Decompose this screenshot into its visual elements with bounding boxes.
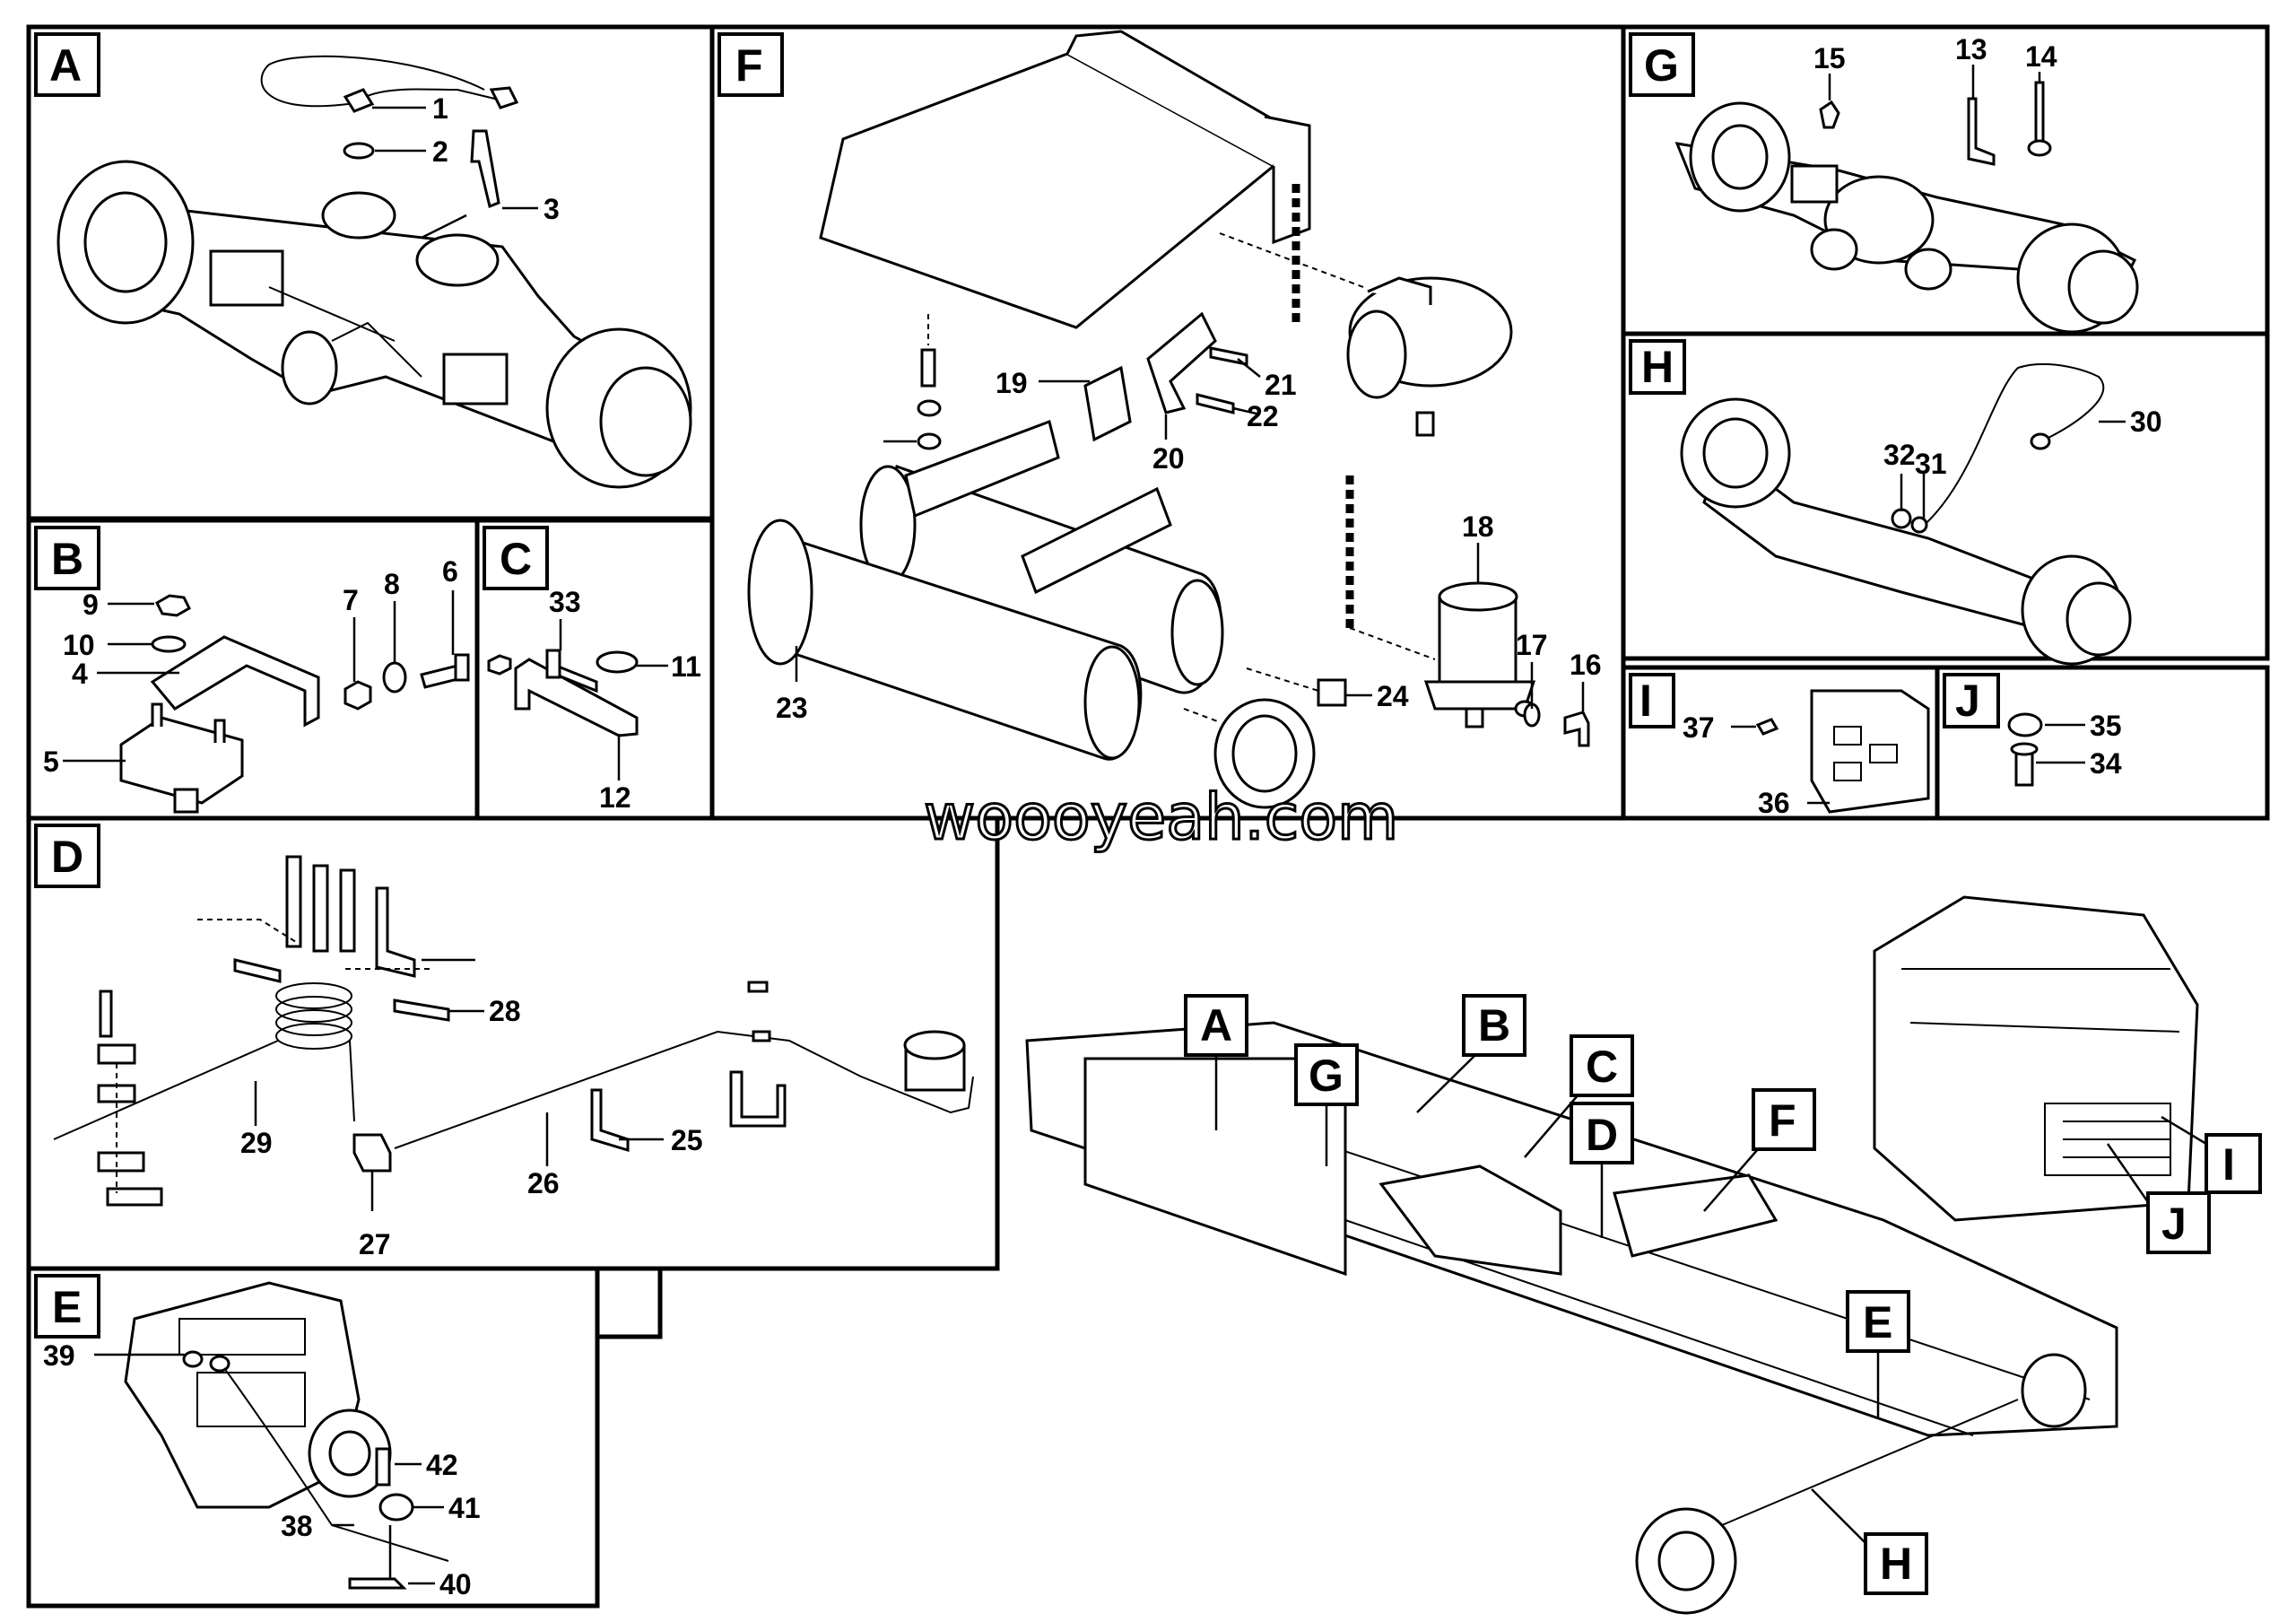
panel-b: B 9 10 4 5 7 8 6 [26, 518, 480, 821]
svg-text:D: D [1586, 1110, 1618, 1160]
callout-g: G [1294, 1043, 1359, 1166]
part-number-label: 29 [240, 1127, 273, 1159]
callout-h: H [1811, 1488, 1928, 1595]
part-number-label: 22 [1247, 400, 1279, 432]
part-number-label: 36 [1758, 787, 1790, 819]
part-number-label: 40 [439, 1568, 472, 1600]
callout-b: B [1416, 994, 1526, 1113]
svg-text:H: H [1880, 1539, 1912, 1589]
part-number-label: 8 [384, 568, 400, 600]
part-number-label: 2 [432, 135, 448, 168]
callout-j: J [2106, 1143, 2211, 1254]
panel-j-tag: J [1955, 676, 1980, 726]
callout-d: D [1570, 1102, 1634, 1238]
svg-text:A: A [1200, 1000, 1232, 1051]
part-number-label: 20 [1152, 442, 1185, 475]
svg-text:G: G [1309, 1051, 1344, 1101]
panel-d: D [26, 815, 1000, 1271]
panel-h: H 30 32 31 [1621, 331, 2270, 666]
part-number-label: 14 [2025, 40, 2057, 73]
panel-g: G 15 13 14 [1621, 24, 2270, 336]
svg-text:C: C [1586, 1042, 1618, 1092]
part-number-label: 25 [671, 1124, 703, 1156]
part-number-label: 17 [1516, 629, 1548, 661]
part-number-label: 28 [489, 995, 521, 1027]
part-number-label: 23 [776, 692, 808, 724]
panel-e-tag: E [52, 1282, 82, 1332]
part-number-label: 35 [2090, 710, 2122, 742]
svg-text:F: F [1769, 1095, 1796, 1146]
panel-a: A 1 2 3 [26, 24, 715, 521]
part-number-label: 16 [1570, 649, 1602, 681]
part-number-label: 6 [442, 555, 458, 588]
part-number-label: 18 [1462, 510, 1494, 543]
part-number-label: 12 [599, 781, 631, 814]
part-number-label: 41 [448, 1492, 481, 1524]
part-number-label: 10 [63, 629, 95, 661]
panel-f: F [709, 24, 1626, 821]
callout-i: I [2161, 1115, 2262, 1194]
part-number-label: 19 [996, 367, 1028, 399]
panel-g-tag: G [1644, 40, 1679, 91]
callout-c: C [1524, 1034, 1634, 1158]
svg-text:J: J [2161, 1199, 2187, 1249]
svg-text:E: E [1863, 1297, 1892, 1347]
panel-h-tag: H [1641, 342, 1674, 392]
part-number-label: 30 [2130, 406, 2162, 438]
panel-b-tag: B [51, 534, 83, 584]
part-number-label: 15 [1813, 42, 1846, 74]
part-number-label: 34 [2090, 747, 2122, 780]
callout-a: A [1184, 994, 1248, 1130]
part-number-label: 37 [1683, 711, 1715, 744]
svg-text:I: I [2222, 1139, 2235, 1190]
part-number-label: 38 [281, 1510, 313, 1542]
part-number-label: 33 [549, 586, 581, 618]
part-number-label: 42 [426, 1449, 458, 1481]
part-number-label: 11 [671, 650, 701, 683]
panel-j: J 35 34 [1935, 665, 2270, 821]
part-number-label: 21 [1265, 369, 1297, 401]
part-number-label: 1 [432, 92, 448, 125]
panel-i: I 37 36 [1621, 665, 1940, 821]
callout-f: F [1703, 1088, 1816, 1212]
part-number-label: 31 [1915, 448, 1947, 480]
panel-f-tag: F [735, 40, 763, 91]
part-number-label: 26 [527, 1167, 560, 1199]
part-number-label: 5 [43, 746, 59, 778]
panel-e: E 39 42 41 38 40 [26, 1266, 663, 1609]
part-number-label: 39 [43, 1339, 75, 1372]
panel-i-tag: I [1639, 676, 1652, 726]
part-number-label: 27 [359, 1228, 391, 1260]
part-number-label: 3 [544, 193, 560, 225]
part-number-label: 24 [1377, 680, 1409, 712]
callout-e: E [1846, 1290, 1910, 1417]
part-number-label: 9 [83, 589, 99, 621]
truck-overview: A B C D F G E [1025, 895, 2262, 1615]
watermark-text: woooyeah.com [924, 780, 1398, 854]
panel-a-tag: A [49, 40, 82, 91]
panel-c-tag: C [500, 534, 532, 584]
panel-c: C 33 11 12 [474, 518, 715, 821]
part-number-label: 13 [1955, 33, 1987, 65]
part-number-label: 4 [72, 658, 88, 690]
svg-text:B: B [1478, 1000, 1510, 1051]
part-number-label: 32 [1883, 439, 1916, 471]
part-number-label: 7 [343, 584, 359, 616]
panel-d-tag: D [51, 832, 83, 882]
